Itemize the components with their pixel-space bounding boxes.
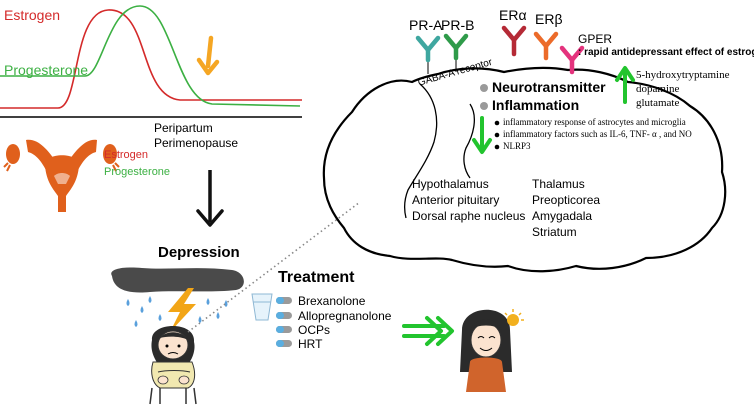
uterus-progesterone-label: Progesterone bbox=[104, 166, 171, 178]
brain-outline bbox=[322, 66, 727, 273]
region-amygadala: Amygadala bbox=[532, 209, 593, 223]
estrogen-curve-label: Estrogen bbox=[4, 7, 61, 23]
region-thalamus: Thalamus bbox=[532, 177, 585, 191]
inflammation-item-factors: inflammatory factors such as IL-6, TNF- … bbox=[503, 129, 692, 139]
treatment-item-brexanolone: Brexanolone bbox=[298, 294, 366, 308]
er-beta-receptor-icon bbox=[533, 31, 559, 61]
pill-icon-2 bbox=[276, 312, 292, 319]
receptor-label-gper: GPER bbox=[578, 32, 613, 46]
neurotransmitter-5-ht: 5-hydroxytryptamine bbox=[636, 69, 730, 81]
progesterone-curve bbox=[0, 5, 301, 107]
pill-icon-4 bbox=[276, 340, 292, 347]
treatment-item-allopregnanolone: Allopregnanolone bbox=[298, 309, 392, 323]
up-arrow-green-icon bbox=[615, 66, 635, 104]
water-glass-icon bbox=[251, 293, 273, 321]
receptor-label-pr-a: PR-A bbox=[409, 17, 443, 33]
axis-label-perimenopause: Perimenopause bbox=[154, 136, 239, 150]
neurotransmitter-bullet bbox=[480, 84, 488, 92]
treatment-item-ocps: OCPs bbox=[298, 323, 331, 337]
gper-receptor-icon bbox=[559, 45, 585, 75]
estrogen-curve bbox=[0, 9, 302, 109]
sad-person-icon bbox=[149, 326, 197, 405]
inflammation-item-bullets bbox=[494, 120, 500, 150]
region-anterior-pituitary: Anterior pituitary bbox=[412, 193, 500, 207]
treatment-title: Treatment bbox=[278, 269, 355, 286]
neurotransmitter-label: Neurotransmitter bbox=[492, 79, 606, 95]
region-preopticorea: Preopticorea bbox=[532, 193, 601, 207]
rain-drops-icon bbox=[126, 296, 228, 327]
down-arrow-black-icon bbox=[196, 170, 224, 227]
happy-person-icon bbox=[460, 309, 524, 392]
axis-label-peripartum: Peripartum bbox=[154, 121, 213, 135]
receptor-label-er-alpha: ERα bbox=[499, 7, 527, 23]
inflammation-label: Inflammation bbox=[492, 97, 580, 113]
depression-label: Depression bbox=[158, 244, 240, 261]
er-alpha-receptor-icon bbox=[501, 25, 527, 57]
gper-note: : rapid antidepressant effect of estroge… bbox=[578, 47, 754, 58]
inflammation-bullet bbox=[480, 102, 488, 110]
down-arrow-green-icon bbox=[472, 116, 492, 154]
hormone-graph bbox=[0, 5, 302, 118]
pill-icon-1 bbox=[276, 297, 292, 304]
pill-icon-3 bbox=[276, 326, 292, 333]
uterus-estrogen-label: Estrogen bbox=[104, 149, 149, 161]
inflammation-item-astrocytes: inflammatory response of astrocytes and … bbox=[503, 117, 686, 127]
lightning-bolt-icon bbox=[168, 288, 196, 332]
neurotransmitter-glutamate: glutamate bbox=[636, 97, 680, 109]
neurotransmitter-dopamine: dopamine bbox=[636, 83, 680, 95]
inflammation-item-nlrp3: NLRP3 bbox=[503, 141, 531, 151]
progesterone-curve-label: Progesterone bbox=[4, 62, 89, 78]
receptor-label-er-beta: ERβ bbox=[535, 11, 563, 27]
region-striatum: Striatum bbox=[532, 225, 577, 239]
down-arrow-orange-icon bbox=[196, 35, 220, 76]
treatment-item-hrt: HRT bbox=[298, 337, 323, 351]
double-arrow-green-icon bbox=[402, 316, 454, 346]
uterus-icon bbox=[3, 139, 120, 212]
pr-a-receptor-icon bbox=[415, 35, 441, 63]
pr-b-receptor-icon bbox=[443, 33, 469, 61]
region-dorsal-raphe-nucleus: Dorsal raphe nucleus bbox=[412, 209, 526, 223]
receptor-label-pr-b: PR-B bbox=[441, 17, 475, 33]
storm-cloud-icon bbox=[111, 267, 244, 293]
region-hypothalamus: Hypothalamus bbox=[412, 177, 489, 191]
